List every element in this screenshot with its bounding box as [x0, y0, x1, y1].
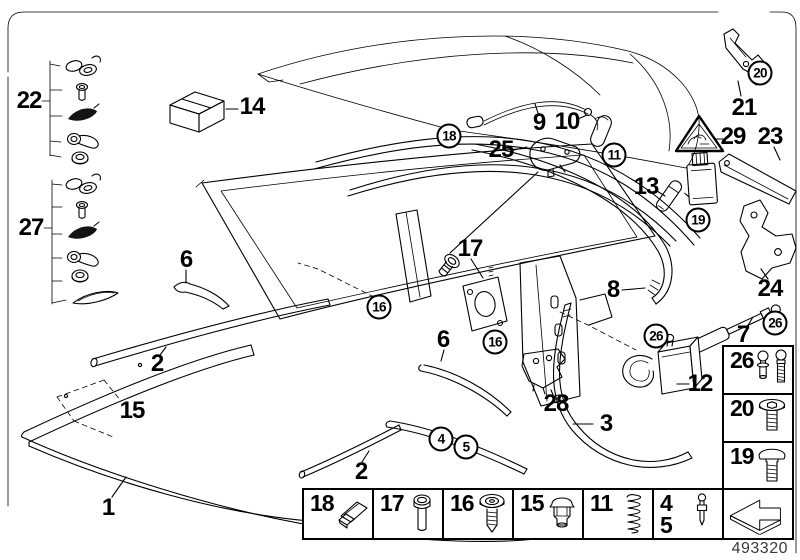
legend-number-group: 16	[450, 490, 475, 516]
part-label-24: 24	[757, 275, 784, 302]
strip-2b	[298, 424, 402, 479]
circled-label-16a: 16	[366, 294, 392, 320]
part-label-1: 1	[101, 494, 115, 521]
circled-label-20: 20	[747, 60, 773, 86]
part-label-27: 27	[18, 214, 45, 241]
rubber-buffer-icon	[544, 491, 580, 537]
part-label-13: 13	[633, 173, 660, 200]
strip-6a	[173, 281, 230, 310]
legend-number: 5	[660, 512, 673, 538]
part-label-22: 22	[16, 87, 43, 114]
part-group-22-hardware	[41, 55, 102, 165]
circled-label-11: 11	[601, 142, 627, 168]
circled-label-4: 4	[428, 426, 454, 452]
legend-number: 19	[730, 443, 755, 469]
page-border	[7, 11, 797, 554]
coil-spring-icon	[614, 491, 650, 537]
part-label-7: 7	[736, 321, 750, 348]
part-label-8: 8	[606, 276, 620, 303]
clip-plate-icon	[334, 491, 370, 537]
legend-number-group: 11	[590, 490, 613, 516]
direction-arrow-icon	[727, 492, 789, 536]
part-10-drawing	[590, 115, 612, 147]
part-23-strap	[718, 153, 797, 205]
legend-number: 26	[730, 347, 755, 373]
legend-box-19: 19	[722, 441, 794, 492]
socket-head-bolt-icon	[404, 491, 440, 537]
part-label-6b: 6	[436, 326, 450, 353]
part-label-2b: 2	[354, 458, 368, 485]
region-15-dashed	[56, 379, 122, 438]
part-label-9: 9	[532, 109, 546, 136]
legend-number: 4	[660, 490, 673, 516]
part-21-bracket	[723, 28, 765, 76]
frame-drawing	[195, 136, 701, 407]
part-label-23: 23	[757, 123, 784, 150]
washer-head-screw-icon	[474, 491, 510, 537]
legend-box-11: 11	[582, 488, 654, 540]
legend-number: 17	[380, 490, 405, 516]
circled-label-26a: 26	[643, 323, 669, 349]
circled-label-5: 5	[453, 434, 479, 460]
part-label-25: 25	[488, 136, 515, 163]
legend-number: 16	[450, 490, 475, 516]
flat-head-bolt-icon	[754, 396, 790, 442]
seal-8	[471, 143, 673, 305]
part-label-10: 10	[554, 108, 581, 135]
legend-number: 20	[730, 395, 755, 421]
part-14-kit-box	[169, 91, 225, 133]
seal-3	[552, 302, 693, 468]
legend-number-group: 15	[520, 490, 545, 516]
legend-box-direction-arrow	[722, 488, 794, 540]
legend-box-15: 15	[512, 488, 584, 540]
legend-box-17: 17	[372, 488, 444, 540]
part-24-bracket	[739, 199, 797, 280]
part-13-and-switch	[655, 152, 718, 212]
circled-label-16b: 16	[482, 329, 508, 355]
part-label-6a: 6	[179, 246, 193, 273]
expansion-rivet-icon	[684, 491, 720, 537]
legend-number-group: 17	[380, 490, 405, 516]
strip-6b	[418, 364, 512, 417]
legend-box-20: 20	[722, 393, 794, 444]
part-17-bolt-and-gasket	[438, 253, 508, 332]
part-group-27-hardware	[43, 173, 119, 305]
legend-box-26: 26	[722, 345, 794, 396]
part-label-14: 14	[239, 93, 266, 120]
part-label-21: 21	[731, 94, 758, 121]
part-label-12: 12	[687, 370, 714, 397]
legend-box-18: 18	[302, 488, 374, 540]
strip-2a	[90, 298, 331, 368]
legend-number: 18	[310, 490, 335, 516]
warning-triangle-29	[674, 114, 725, 153]
part-label-28: 28	[543, 390, 570, 417]
part-label-17: 17	[457, 235, 484, 262]
circled-label-19: 19	[685, 207, 711, 233]
dome-head-bolt-icon	[754, 444, 790, 490]
legend-number-group: 26	[730, 347, 755, 373]
cable-9-drawing	[483, 101, 599, 131]
roof-shell-drawing	[257, 35, 700, 169]
part-label-29: 29	[720, 123, 747, 150]
dashed-leaders	[297, 262, 637, 351]
part-label-3: 3	[599, 410, 613, 437]
part-28-bracket	[521, 348, 566, 395]
ball-stud-pair-icon	[754, 348, 790, 394]
strip-4-5	[385, 420, 528, 475]
document-number: 493320	[731, 540, 788, 557]
part-label-15: 15	[119, 397, 146, 424]
legend-number-group: 19	[730, 443, 755, 469]
circled-label-26b: 26	[762, 310, 788, 336]
part-label-2a: 2	[150, 350, 164, 377]
legend-number-group: 18	[310, 490, 335, 516]
legend-number-group: 20	[730, 395, 755, 421]
legend-number: 11	[590, 490, 613, 516]
legend-box-16: 16	[442, 488, 514, 540]
legend-number: 15	[520, 490, 545, 516]
circled-label-18: 18	[436, 123, 462, 149]
